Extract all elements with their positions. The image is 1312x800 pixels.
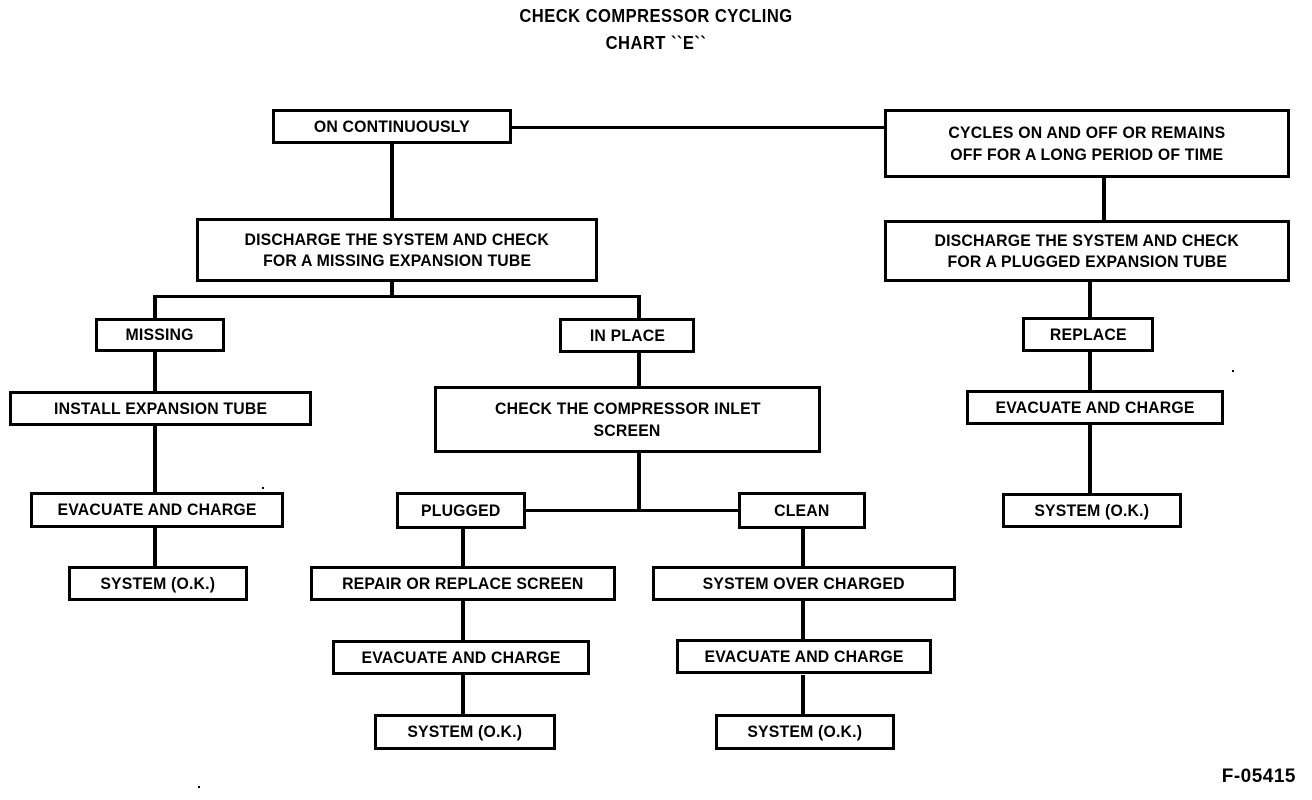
edge-on-continuously-to-discharge-missing: [390, 143, 394, 218]
node-label: MISSING: [125, 325, 195, 345]
node-repair-or-replace-screen[interactable]: REPAIR OR REPLACE SCREEN: [310, 566, 616, 601]
edge-cycles-to-discharge-plugged: [1102, 177, 1106, 221]
node-label: EVACUATE AND CHARGE: [995, 397, 1195, 417]
scan-speck: [198, 786, 200, 788]
edge-check-screen-stub: [637, 452, 641, 511]
node-replace[interactable]: REPLACE: [1022, 317, 1154, 352]
edge-clean-to-system-overcharged: [801, 529, 805, 568]
node-label: IN PLACE: [589, 325, 665, 345]
scan-speck: [262, 487, 264, 489]
node-system-ok-mid2[interactable]: SYSTEM (O.K.): [715, 714, 895, 750]
node-label: EVACUATE AND CHARGE: [57, 500, 257, 520]
edge-discharge-plugged-to-replace: [1088, 281, 1092, 318]
node-cycles-on-and-off[interactable]: CYCLES ON AND OFF OR REMAINS OFF FOR A L…: [884, 109, 1290, 178]
edge-evacuate-right-to-system-ok-right: [1088, 425, 1092, 493]
edge-on-continuously-to-cycles: [509, 126, 885, 129]
node-discharge-plugged-expansion-tube[interactable]: DISCHARGE THE SYSTEM AND CHECK FOR A PLU…: [884, 220, 1290, 282]
node-label-line2: FOR A MISSING EXPANSION TUBE: [262, 251, 532, 270]
node-system-ok-mid[interactable]: SYSTEM (O.K.): [374, 714, 556, 750]
edge-repair-screen-to-evacuate-mid: [461, 600, 465, 641]
node-discharge-missing-expansion-tube[interactable]: DISCHARGE THE SYSTEM AND CHECK FOR A MIS…: [196, 218, 598, 282]
node-evacuate-and-charge-mid2[interactable]: EVACUATE AND CHARGE: [676, 639, 932, 674]
node-label-line1: DISCHARGE THE SYSTEM AND CHECK: [244, 229, 550, 249]
edge-discharge-missing-branch-bar: [153, 295, 641, 298]
edge-evacuate-mid-to-system-ok-mid: [461, 675, 465, 715]
node-label-line2: FOR A PLUGGED EXPANSION TUBE: [947, 252, 1227, 271]
node-label: ON CONTINUOUSLY: [314, 116, 470, 136]
scan-speck: [1232, 370, 1234, 372]
node-label: SYSTEM (O.K.): [100, 573, 216, 593]
edge-discharge-missing-stub: [390, 280, 394, 297]
node-evacuate-and-charge-right[interactable]: EVACUATE AND CHARGE: [966, 390, 1224, 425]
node-label-line1: CHECK THE COMPRESSOR INLET: [494, 399, 761, 419]
node-plugged[interactable]: PLUGGED: [396, 492, 526, 529]
node-missing[interactable]: MISSING: [95, 318, 225, 352]
node-clean[interactable]: CLEAN: [738, 492, 866, 529]
edge-plugged-clean-bar: [522, 509, 744, 512]
node-install-expansion-tube[interactable]: INSTALL EXPANSION TUBE: [9, 391, 312, 426]
node-system-ok-left[interactable]: SYSTEM (O.K.): [68, 566, 248, 601]
edge-system-overcharged-to-evacuate-mid2: [801, 600, 805, 641]
node-label-line1: CYCLES ON AND OFF OR REMAINS: [948, 123, 1226, 143]
node-label-line2: OFF FOR A LONG PERIOD OF TIME: [950, 144, 1224, 164]
node-label: SYSTEM (O.K.): [1034, 500, 1150, 520]
edge-branch-to-in-place: [637, 295, 641, 319]
node-evacuate-and-charge-mid[interactable]: EVACUATE AND CHARGE: [332, 640, 590, 675]
node-check-compressor-inlet-screen[interactable]: CHECK THE COMPRESSOR INLET SCREEN: [434, 386, 821, 453]
edge-plugged-to-repair-screen: [461, 529, 465, 568]
node-label: SYSTEM (O.K.): [747, 722, 863, 742]
edge-install-tube-to-evacuate-left: [153, 425, 157, 493]
node-label: SYSTEM (O.K.): [407, 722, 523, 742]
node-label: CLEAN: [774, 500, 830, 520]
edge-replace-to-evacuate-right: [1088, 351, 1092, 392]
edge-evacuate-mid2-to-system-ok-mid2: [801, 675, 805, 715]
node-on-continuously[interactable]: ON CONTINUOUSLY: [272, 109, 512, 144]
node-system-over-charged[interactable]: SYSTEM OVER CHARGED: [652, 566, 956, 601]
node-label: EVACUATE AND CHARGE: [704, 646, 904, 666]
edge-missing-to-install-tube: [153, 350, 157, 392]
chart-title-line1: CHECK COMPRESSOR CYCLING: [519, 6, 793, 26]
node-label-line1: DISCHARGE THE SYSTEM AND CHECK: [934, 230, 1240, 250]
node-label: REPAIR OR REPLACE SCREEN: [342, 573, 584, 593]
node-system-ok-right[interactable]: SYSTEM (O.K.): [1002, 493, 1182, 528]
node-label: INSTALL EXPANSION TUBE: [53, 398, 268, 418]
node-evacuate-and-charge-left[interactable]: EVACUATE AND CHARGE: [30, 492, 284, 528]
chart-title-line2: CHART ``E``: [605, 33, 707, 53]
node-label: PLUGGED: [421, 500, 501, 520]
node-label: EVACUATE AND CHARGE: [361, 647, 561, 667]
node-in-place[interactable]: IN PLACE: [559, 318, 695, 353]
edge-in-place-to-check-screen: [637, 352, 641, 391]
node-label-line2: SCREEN: [593, 420, 662, 440]
edge-evacuate-left-to-system-ok-left: [153, 527, 157, 567]
edge-branch-to-missing: [153, 295, 157, 319]
node-label: SYSTEM OVER CHARGED: [702, 573, 906, 593]
figure-reference-code: F-05415: [1221, 766, 1296, 787]
node-label: REPLACE: [1049, 324, 1127, 344]
